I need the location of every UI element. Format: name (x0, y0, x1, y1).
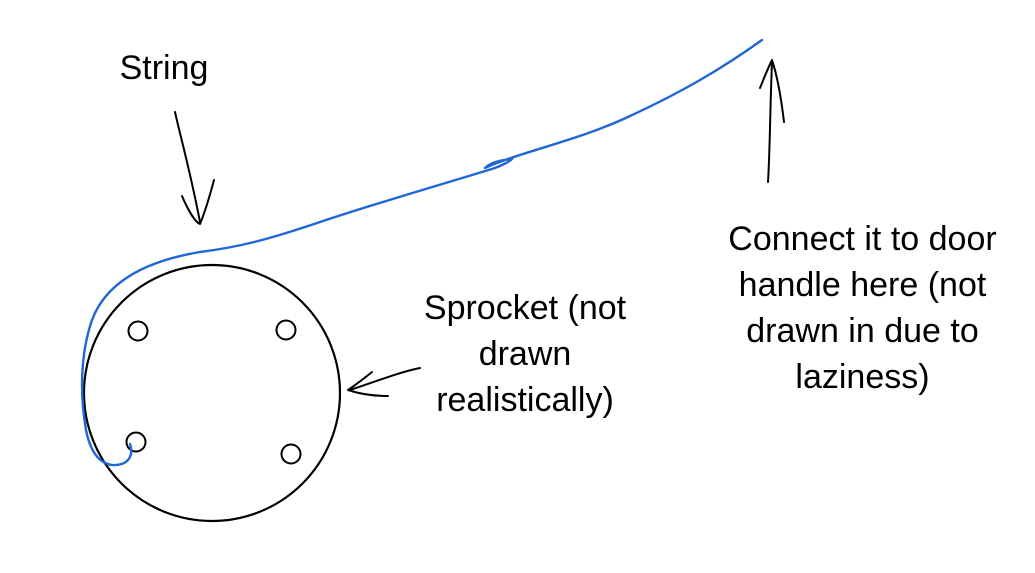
sprocket-arrow-shaft (349, 367, 421, 391)
sprocket-hole-top-right (275, 319, 297, 341)
sprocket-label-line-3: realistically) (436, 381, 614, 419)
sprocket-hole-bottom-left (125, 431, 147, 453)
connect-label-line-1: Connect it to door (728, 220, 997, 258)
connect-label-line-4: laziness) (795, 358, 930, 396)
sprocket-hole-bottom-right (280, 443, 302, 465)
string-arrow-shaft (174, 111, 201, 223)
sprocket-circle (82, 263, 342, 523)
string-label: String (108, 45, 220, 91)
connect-arrow-shaft (767, 61, 773, 183)
sprocket-label: Sprocket (not drawn realistically) (395, 285, 655, 423)
connect-label-line-3: drawn in due to (746, 312, 979, 350)
connect-label: Connect it to door handle here (not draw… (695, 216, 1030, 400)
sprocket-label-line-2: drawn (478, 335, 572, 373)
string-label-text: String (119, 49, 209, 87)
string-arrow-head (181, 179, 215, 225)
connect-arrow-head (759, 59, 785, 123)
string-line (80, 38, 764, 467)
connect-label-line-2: handle here (not (738, 266, 987, 304)
sprocket-arrow-head (347, 371, 389, 397)
sprocket-label-line-1: Sprocket (not (423, 289, 627, 327)
sprocket-hole-top-left (127, 320, 149, 342)
